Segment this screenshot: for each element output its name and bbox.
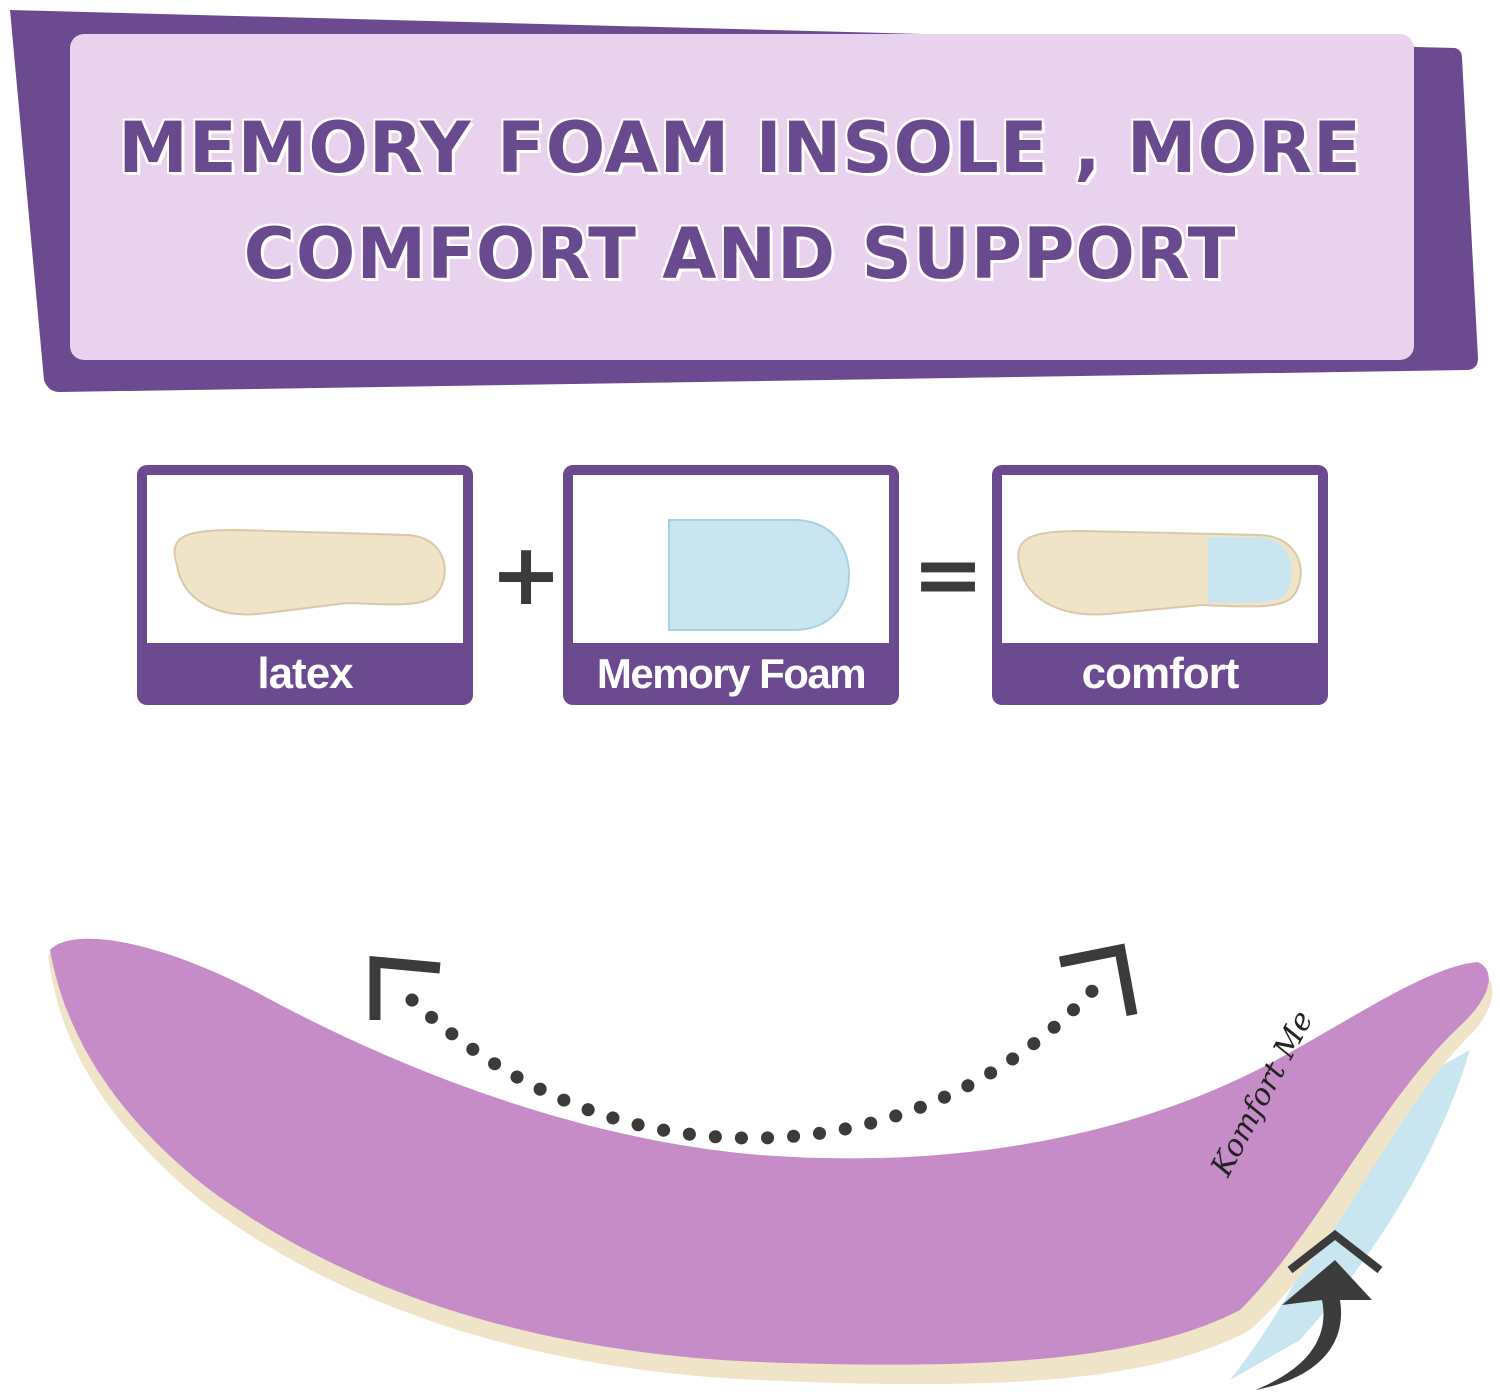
card-memory-foam-label: Memory Foam [596,650,867,697]
upward-arrow-icon [1255,1229,1383,1390]
card-comfort-image [1002,475,1318,643]
card-memory-foam-image [573,475,889,643]
card-latex: latex [137,465,473,705]
card-comfort-label: comfort [1081,649,1240,698]
card-memory-foam: Memory Foam [563,465,899,705]
right-arrow-head-icon [1058,943,1138,1016]
insole-top-layer [50,938,1489,1365]
banner-title-line2: COMFORT AND SUPPORT [243,213,1237,295]
latex-insole-icon [173,528,446,616]
card-comfort: comfort [992,465,1328,705]
flexible-insole-illustration: Komfort Me [48,938,1493,1390]
foam-layer [1230,1050,1470,1380]
left-arrow-head-icon [369,955,441,1020]
plus-sign: + [490,525,563,625]
header-banner: MEMORY FOAM INSOLE , MORE COMFORT AND SU… [0,0,1500,400]
memory-foam-icon [668,519,851,631]
combined-insole-icon [1017,529,1302,616]
card-latex-image [147,475,463,643]
banner-shape [10,10,1478,392]
banner-title: MEMORY FOAM INSOLE , MORE COMFORT AND SU… [70,95,1410,307]
equals-sign: = [912,525,985,625]
dotted-arc-arrow-icon [405,981,1102,1145]
card-latex-label: latex [257,649,353,698]
banner-title-line1: MEMORY FOAM INSOLE , MORE [118,107,1362,189]
